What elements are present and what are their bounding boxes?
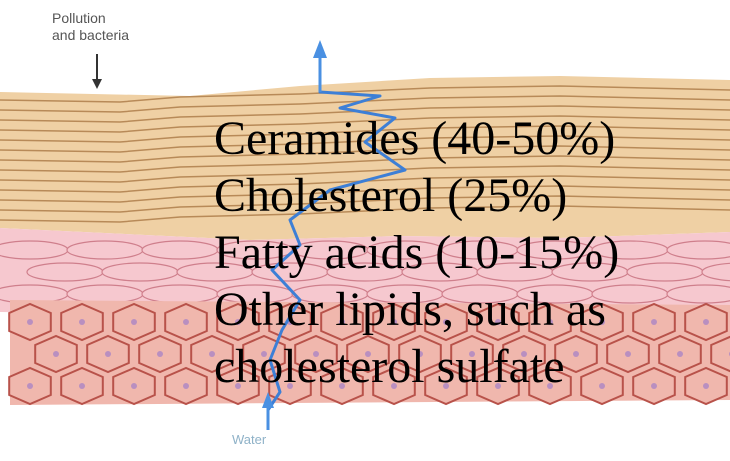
cell-nucleus bbox=[131, 383, 137, 389]
granular-cell bbox=[67, 285, 143, 303]
cell-nucleus bbox=[105, 351, 111, 357]
cell-nucleus bbox=[79, 383, 85, 389]
granular-cell bbox=[142, 241, 218, 259]
lipid-item-other-lipids: Other lipids, such as bbox=[214, 281, 730, 338]
granular-cell bbox=[27, 263, 103, 281]
cell-nucleus bbox=[53, 351, 59, 357]
cell-nucleus bbox=[27, 383, 33, 389]
cell-nucleus bbox=[183, 383, 189, 389]
lipid-item-ceramides: Ceramides (40-50%) bbox=[214, 110, 730, 167]
granular-cell bbox=[0, 241, 68, 259]
granular-cell bbox=[67, 241, 143, 259]
cell-nucleus bbox=[157, 351, 163, 357]
lipid-item-fatty-acids: Fatty acids (10-15%) bbox=[214, 224, 730, 281]
pollution-arrow-icon bbox=[92, 54, 102, 89]
pollution-label: Pollution and bacteria bbox=[52, 10, 182, 44]
cell-nucleus bbox=[183, 319, 189, 325]
pollution-label-line2: and bacteria bbox=[52, 27, 182, 44]
water-label: Water bbox=[232, 432, 266, 447]
cell-nucleus bbox=[79, 319, 85, 325]
granular-cell bbox=[142, 285, 218, 303]
cell-nucleus bbox=[131, 319, 137, 325]
granular-cell bbox=[102, 263, 178, 281]
cell-nucleus bbox=[27, 319, 33, 325]
lipid-item-cholesterol: Cholesterol (25%) bbox=[214, 167, 730, 224]
top-arrow-icon bbox=[313, 40, 327, 92]
pollution-label-line1: Pollution bbox=[52, 10, 182, 27]
lipid-item-cholesterol-sulfate: cholesterol sulfate bbox=[214, 338, 730, 395]
lipid-composition-list: Ceramides (40-50%) Cholesterol (25%) Fat… bbox=[214, 110, 730, 395]
